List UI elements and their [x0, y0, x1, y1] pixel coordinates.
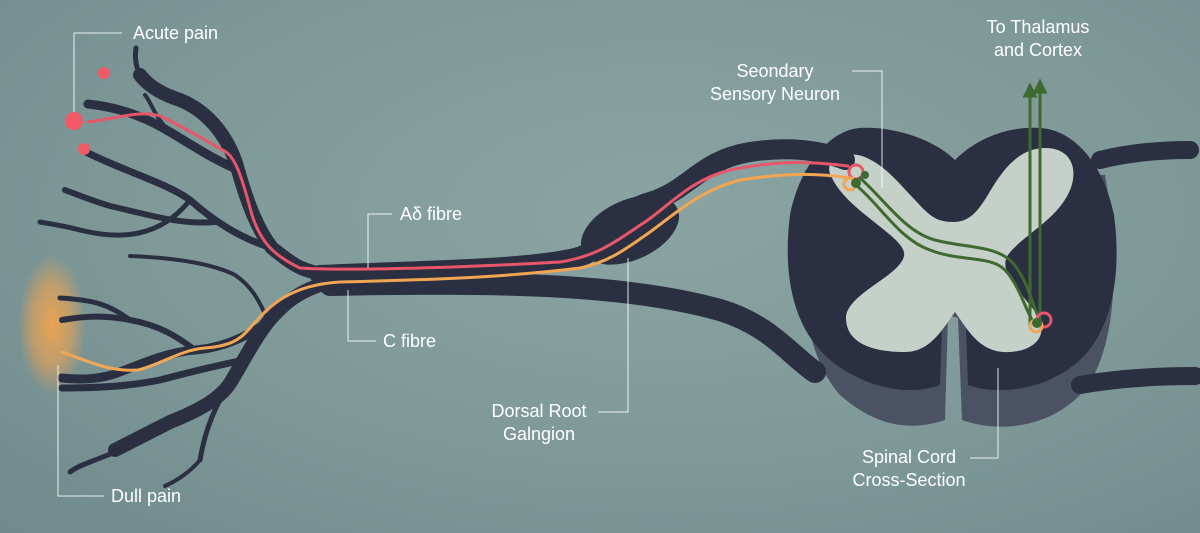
leader-secondary-neuron [852, 70, 883, 188]
secondary-neuron-soma [861, 171, 869, 179]
acute-pain-label: Acute pain [133, 23, 219, 43]
nerve-branches [37, 45, 337, 488]
dull-pain-label: Dull pain [111, 486, 182, 506]
dorsal-root-ganglion-line-2: Galngion [502, 424, 576, 444]
leader-acute-pain [73, 32, 122, 112]
acute-pain-points [65, 67, 110, 155]
leader-dorsal-root [598, 258, 629, 413]
to-thalamus-line-2: and Cortex [993, 40, 1083, 60]
acute-pain-point-large [65, 112, 83, 130]
to-thalamus-label: To Thalamus and Cortex [974, 16, 1102, 62]
secondary-sensory-neurons [855, 78, 1048, 327]
secondary-sensory-neuron-line-1: Seondary [736, 61, 814, 81]
leader-dull-pain [57, 365, 104, 497]
leader-a-delta [367, 213, 392, 268]
right-root [1091, 141, 1199, 169]
acute-pain-point [78, 143, 90, 155]
grey-matter [829, 148, 1074, 353]
leader-c-fibre [347, 290, 376, 342]
a-delta-fibre-label: Aδ fibre [400, 204, 463, 224]
ventral-root [319, 272, 826, 383]
right-root-lower [1071, 367, 1200, 394]
dorsal-horn-soma [1032, 318, 1042, 328]
spinal-cord-line-2: Cross-Section [852, 470, 966, 490]
dull-pain-glow [18, 255, 86, 395]
spinal-cord-cross-section [787, 127, 1117, 427]
to-thalamus-line-1: To Thalamus [986, 17, 1090, 37]
secondary-sensory-neuron-line-2: Sensory Neuron [709, 84, 841, 104]
secondary-sensory-neuron-label: Seondary Sensory Neuron [700, 60, 850, 106]
c-fibre-label: C fibre [383, 331, 437, 351]
spinal-cord-line-1: Spinal Cord [861, 447, 957, 467]
dorsal-root-ganglion-label: Dorsal Root Galngion [484, 400, 594, 446]
c-fibre-path [60, 172, 852, 372]
leader-lines [57, 32, 999, 497]
leader-spinal-cord [970, 368, 999, 459]
a-delta-fibre-path [86, 112, 850, 271]
spinal-cord-label: Spinal Cord Cross-Section [842, 446, 976, 492]
secondary-neuron-soma [851, 178, 861, 188]
acute-pain-point [98, 67, 110, 79]
dorsal-root-ganglion-line-1: Dorsal Root [491, 401, 587, 421]
